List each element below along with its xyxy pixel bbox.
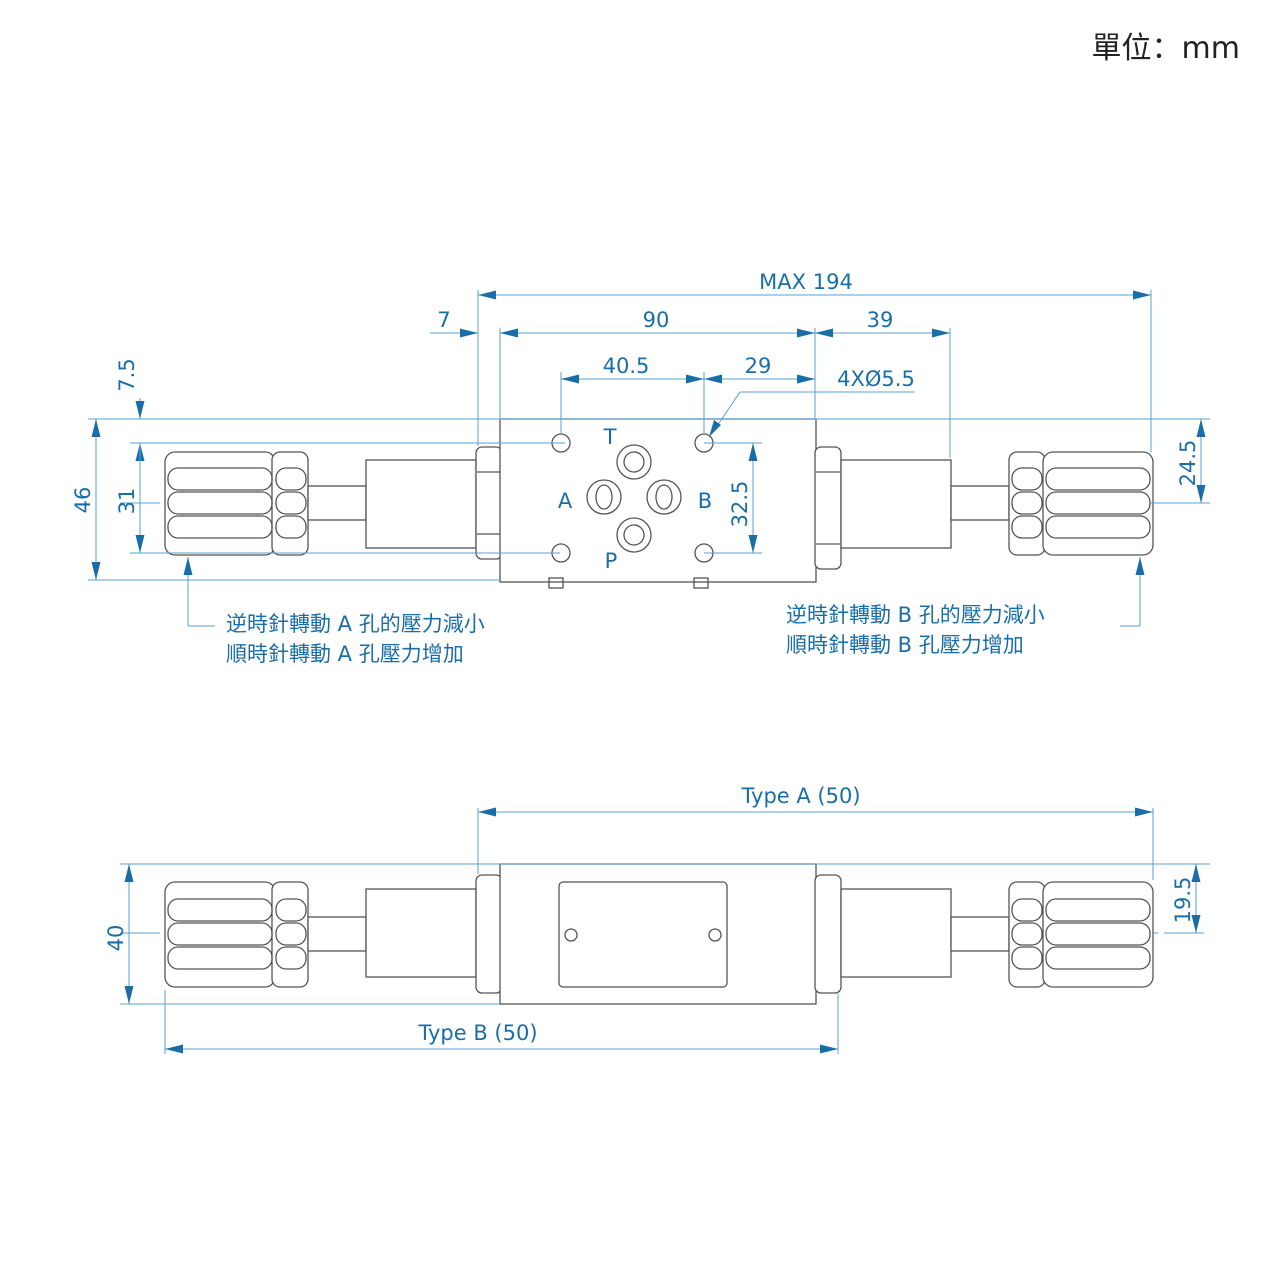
- dim-overall-height: 46: [71, 487, 95, 514]
- dim-overall-length: MAX 194: [759, 270, 853, 294]
- dim-right-extension: 39: [867, 308, 894, 332]
- dim-right-knob-offset: 24.5: [1176, 440, 1200, 487]
- port-label-t: T: [603, 425, 617, 449]
- right-adjuster-knob: [814, 446, 1154, 570]
- dim-top-offset: 7.5: [115, 358, 139, 391]
- note-left-line-2: 順時針轉動 A 孔壓力增加: [226, 642, 464, 666]
- side-left-adjuster-knob: [164, 874, 503, 994]
- valve-body: [499, 418, 817, 589]
- dim-side-height: 40: [104, 925, 128, 952]
- dim-type-b: Type B (50): [417, 1021, 537, 1045]
- dim-port-spacing-2: 29: [745, 354, 772, 378]
- units-label: 單位：mm: [1092, 31, 1240, 66]
- dim-side-right-offset: 19.5: [1171, 877, 1195, 924]
- dim-body-length: 90: [643, 308, 670, 332]
- dim-port-spacing-1: 40.5: [603, 354, 650, 378]
- dim-mounting-holes: 4XØ5.5: [837, 367, 915, 391]
- top-view: T A B P: [71, 270, 1210, 666]
- note-right-line-2: 順時針轉動 B 孔壓力增加: [786, 633, 1024, 657]
- left-adjuster-knob: [164, 446, 503, 560]
- dim-knob-height: 31: [115, 488, 139, 515]
- dim-left-offset: 7: [437, 308, 450, 332]
- note-right-line-1: 逆時針轉動 B 孔的壓力減小: [786, 603, 1045, 627]
- side-right-adjuster-knob: [814, 874, 1154, 994]
- note-left-line-1: 逆時針轉動 A 孔的壓力減小: [226, 612, 485, 636]
- side-valve-body: [499, 863, 817, 1005]
- port-label-p: P: [605, 549, 618, 573]
- port-label-b: B: [698, 489, 712, 513]
- side-view: Type A (50) Type B (50) 40 19.5: [104, 784, 1210, 1054]
- dim-port-vertical-spacing: 32.5: [728, 481, 752, 528]
- port-label-a: A: [558, 489, 573, 513]
- dim-type-a: Type A (50): [740, 784, 860, 808]
